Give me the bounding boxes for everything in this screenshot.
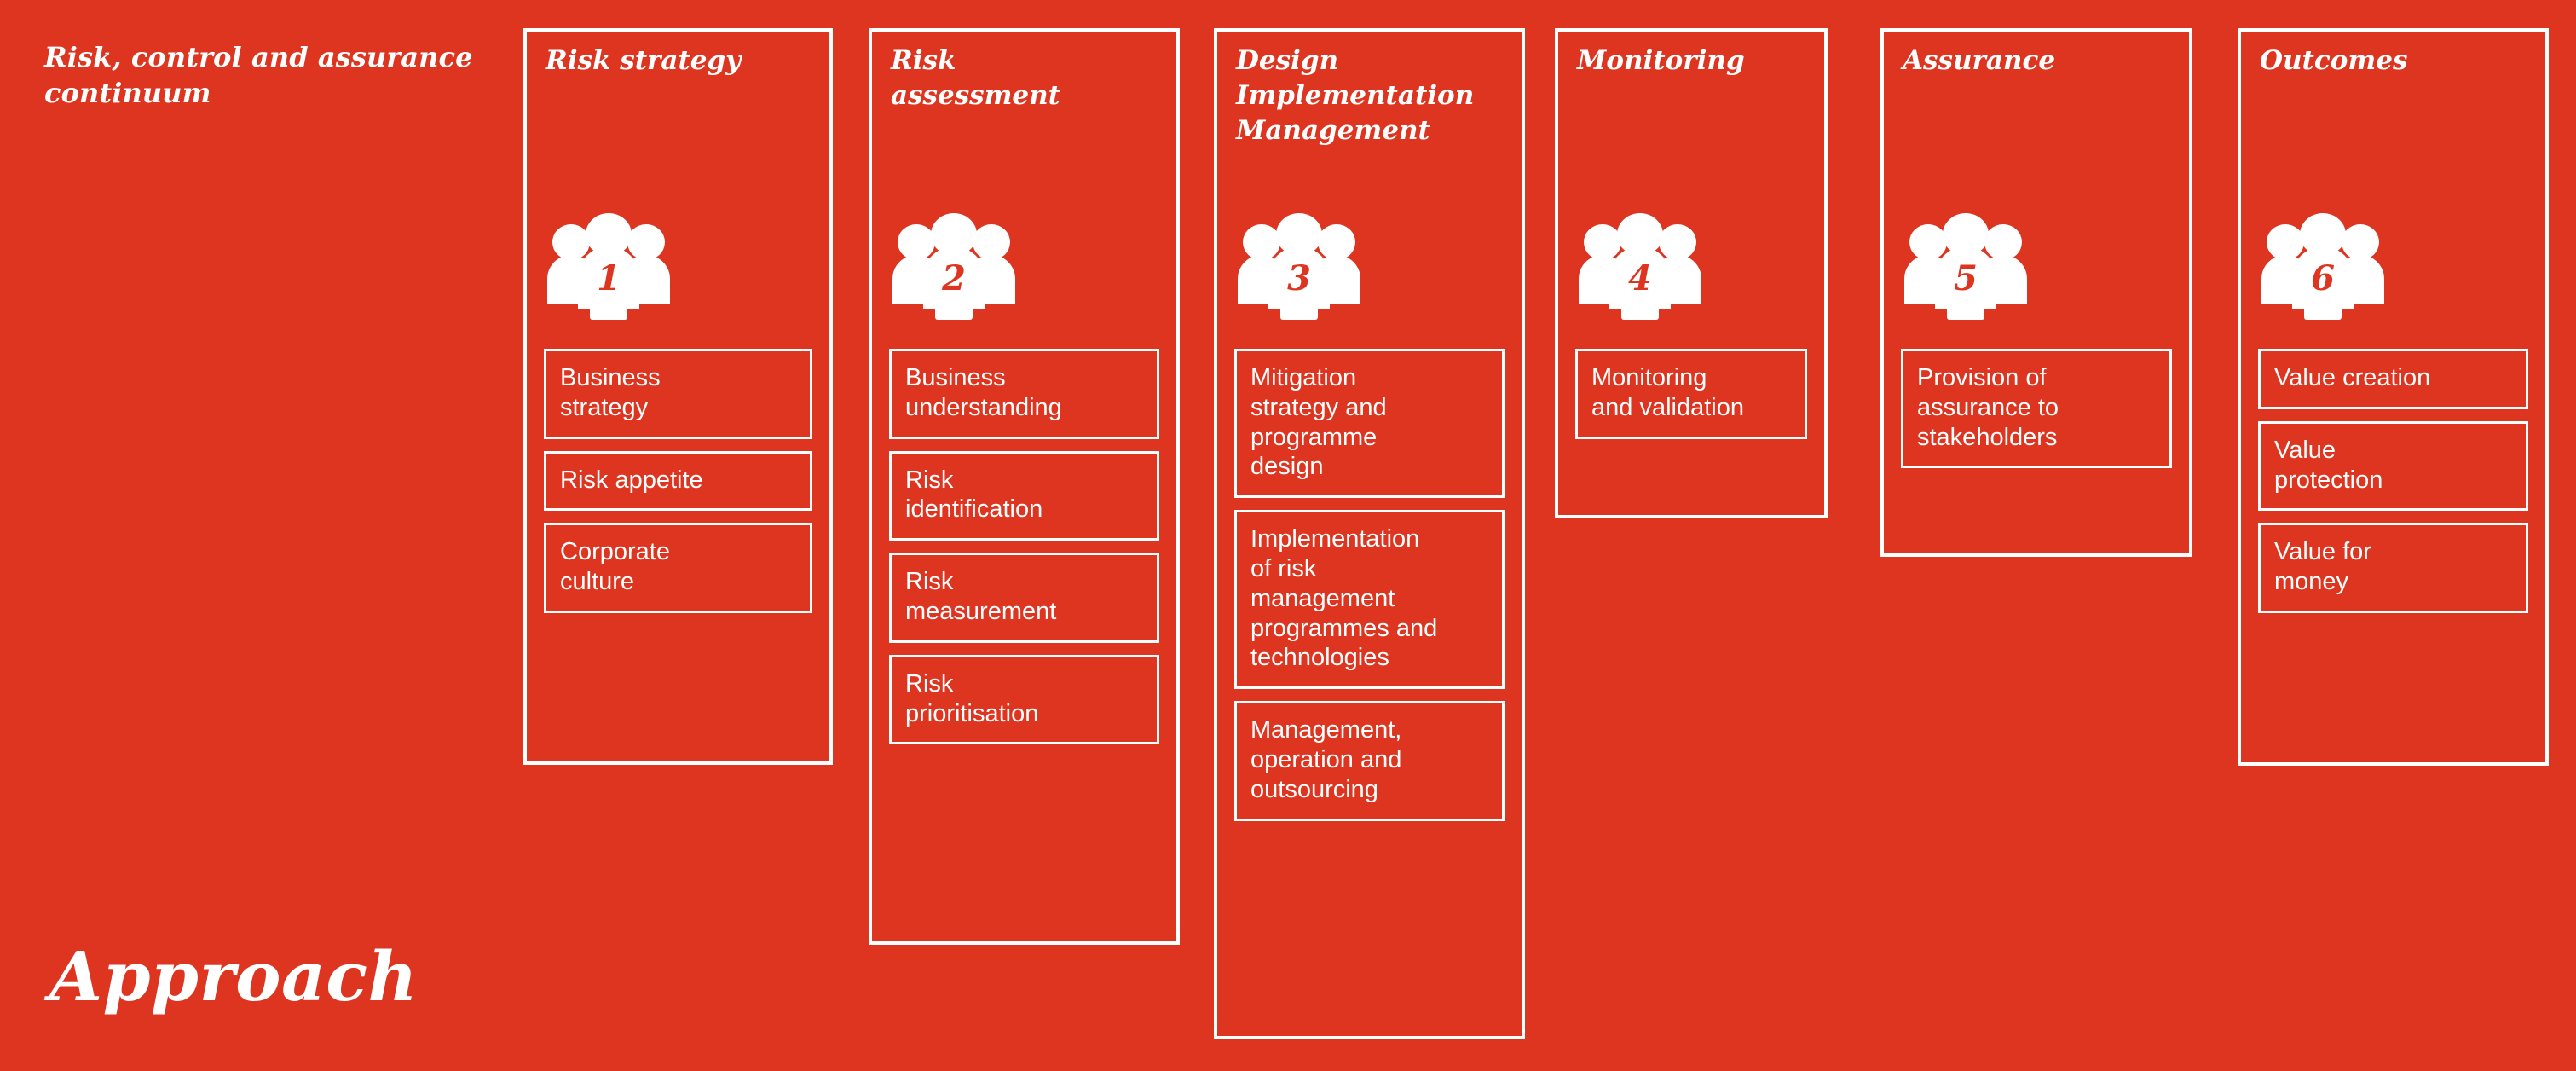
column-title: Design Implementation Management [1236,45,1475,147]
three-people-icon: 2 [889,212,1019,321]
column-design-implementation-management[interactable]: Design Implementation Management 3 Mitig… [1214,28,1525,1039]
three-people-icon: 5 [1901,212,2030,321]
column-title: Risk strategy [546,45,742,76]
item-box[interactable]: Business strategy [544,349,812,439]
column-items: Mitigation strategy and programme design… [1234,349,1505,821]
item-box[interactable]: Monitoring and validation [1575,349,1807,439]
column-items: Provision of assurance to stakeholders [1901,349,2172,469]
item-box[interactable]: Value creation [2258,349,2528,409]
three-people-icon: 6 [2258,212,2388,321]
column-title: Assurance [1903,45,2056,76]
column-items: Monitoring and validation [1575,349,1807,439]
item-box[interactable]: Risk appetite [544,450,812,512]
item-box[interactable]: Risk measurement [889,553,1159,643]
item-box[interactable]: Provision of assurance to stakeholders [1901,349,2172,469]
column-risk-assessment[interactable]: Risk assessment 2 Business understanding… [869,28,1180,945]
item-box[interactable]: Value protection [2258,420,2528,512]
item-box[interactable]: Risk prioritisation [889,654,1159,745]
column-items: Value creation Value protection Value fo… [2258,349,2528,613]
item-box[interactable]: Mitigation strategy and programme design [1234,349,1505,499]
column-risk-strategy[interactable]: Risk strategy 1 Business strategy Risk a… [523,28,833,765]
column-outcomes[interactable]: Outcomes 6 Value creation Value protecti… [2238,28,2549,766]
item-box[interactable]: Risk identification [889,450,1159,541]
column-title: Monitoring [1577,45,1745,76]
three-people-icon: 4 [1575,212,1705,321]
column-items: Business strategy Risk appetite Corporat… [544,349,812,613]
three-people-icon: 3 [1234,212,1364,321]
column-items: Business understanding Risk identificati… [889,349,1159,745]
item-box[interactable]: Corporate culture [544,523,812,613]
page-title: Risk, control and assurance continuum [44,41,473,109]
approach-heading: Approach [49,936,419,1016]
item-box[interactable]: Business understanding [889,349,1159,439]
column-monitoring[interactable]: Monitoring 4 Monitoring and validation [1555,28,1828,518]
item-box[interactable]: Management, operation and outsourcing [1234,701,1505,821]
column-assurance[interactable]: Assurance 5 Provision of assurance to st… [1880,28,2192,557]
item-box[interactable]: Implementation of risk management progra… [1234,510,1505,690]
column-title: Outcomes [2260,45,2408,76]
three-people-icon: 1 [544,212,673,321]
column-title: Risk assessment [891,45,1061,112]
item-box[interactable]: Value for money [2258,523,2528,613]
